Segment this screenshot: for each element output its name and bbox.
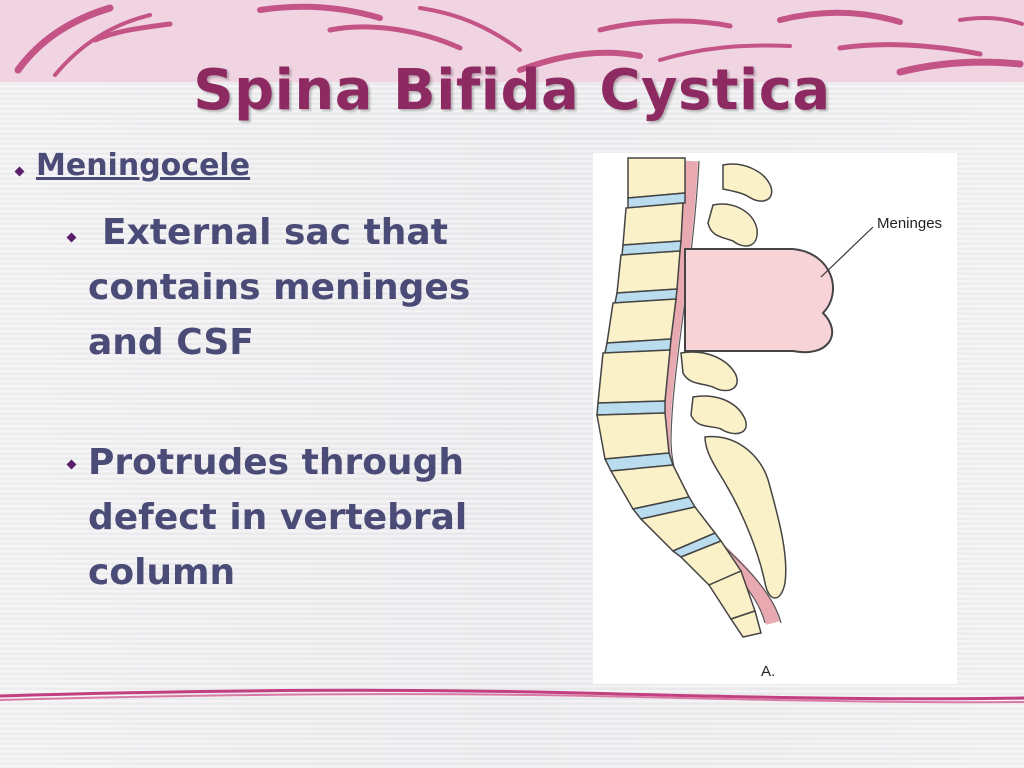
panel-label: A.: [761, 663, 776, 680]
meningocele-diagram: Meninges A.: [593, 153, 957, 684]
decorative-swirls: [14, 3, 1024, 77]
bullet-external-sac: External sac that contains meninges and …: [88, 212, 471, 363]
bullet-protrudes: Protrudes through defect in vertebral co…: [88, 442, 468, 593]
bullet-meningocele: Meningocele: [36, 148, 251, 183]
decorative-header-band: [0, 0, 1024, 82]
slide-title: Spina Bifida Cystica: [193, 58, 831, 123]
meninges-label: Meninges: [877, 215, 943, 232]
spine-illustration: [596, 157, 874, 638]
decorative-bottom-swoosh: [0, 688, 1024, 704]
